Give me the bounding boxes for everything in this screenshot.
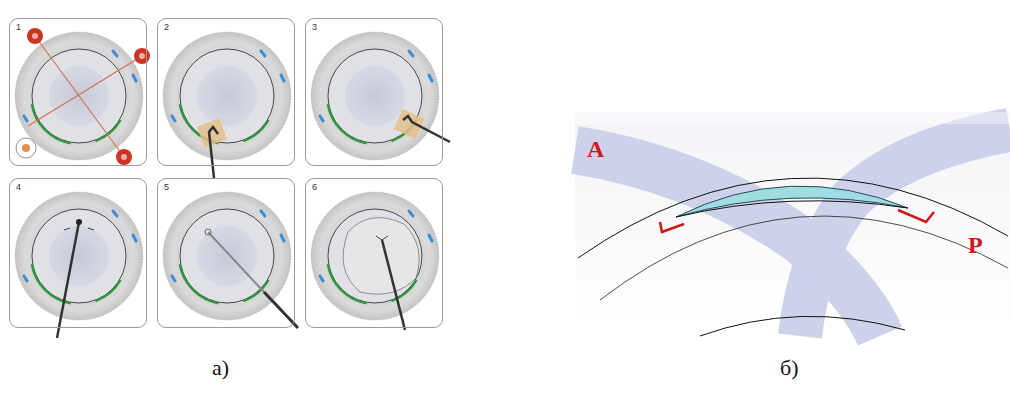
eye-step-1 — [15, 28, 150, 165]
step-panel: 2 — [157, 18, 295, 166]
step-number: 3 — [312, 22, 317, 32]
panel-caption: а) — [212, 355, 229, 381]
eye-step-6 — [311, 192, 439, 330]
eye-step-4 — [15, 192, 143, 338]
step-panel: 5 — [157, 178, 295, 328]
capsule-section — [575, 112, 1010, 336]
eye-step-2 — [163, 32, 291, 178]
step-panel: 4 — [9, 178, 147, 328]
step-number: 2 — [164, 22, 169, 32]
step-panel: 1 — [9, 18, 147, 166]
point-label: P — [968, 232, 983, 259]
step-number: 5 — [164, 182, 169, 192]
point-label: A — [587, 136, 604, 163]
panel-caption: б) — [780, 355, 799, 381]
step-panel: 6 — [305, 178, 443, 328]
step-number: 6 — [312, 182, 317, 192]
eye-step-3 — [311, 32, 450, 160]
eye-step-5 — [163, 192, 298, 328]
step-number: 4 — [16, 182, 21, 192]
step-number: 1 — [16, 22, 21, 32]
step-panel: 3 — [305, 18, 443, 166]
